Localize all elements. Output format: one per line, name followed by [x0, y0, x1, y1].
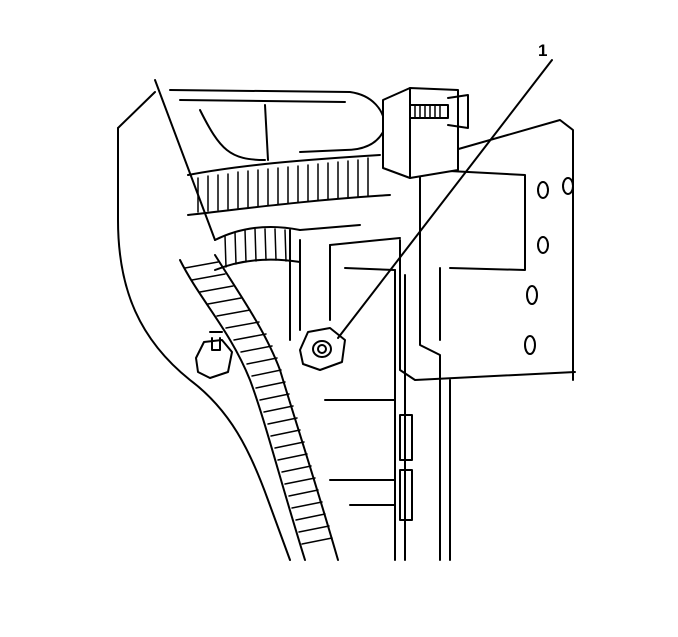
stud-nut-icon: [195, 331, 233, 379]
callout-1: 1: [337, 41, 553, 339]
mounting-bolt-icon: [382, 87, 469, 179]
callout-leader-line: [337, 59, 553, 339]
harness-conduit-lower: [179, 254, 339, 561]
harness-conduit-upper: [187, 154, 391, 216]
upper-housing: [169, 89, 386, 161]
harness-conduit-middle: [214, 226, 301, 271]
ground-bolt-icon: [299, 327, 346, 371]
lower-slots: [324, 399, 413, 521]
body-panel: [117, 79, 291, 561]
callout-label-1: 1: [538, 41, 547, 60]
bracket-holes: [524, 177, 574, 355]
